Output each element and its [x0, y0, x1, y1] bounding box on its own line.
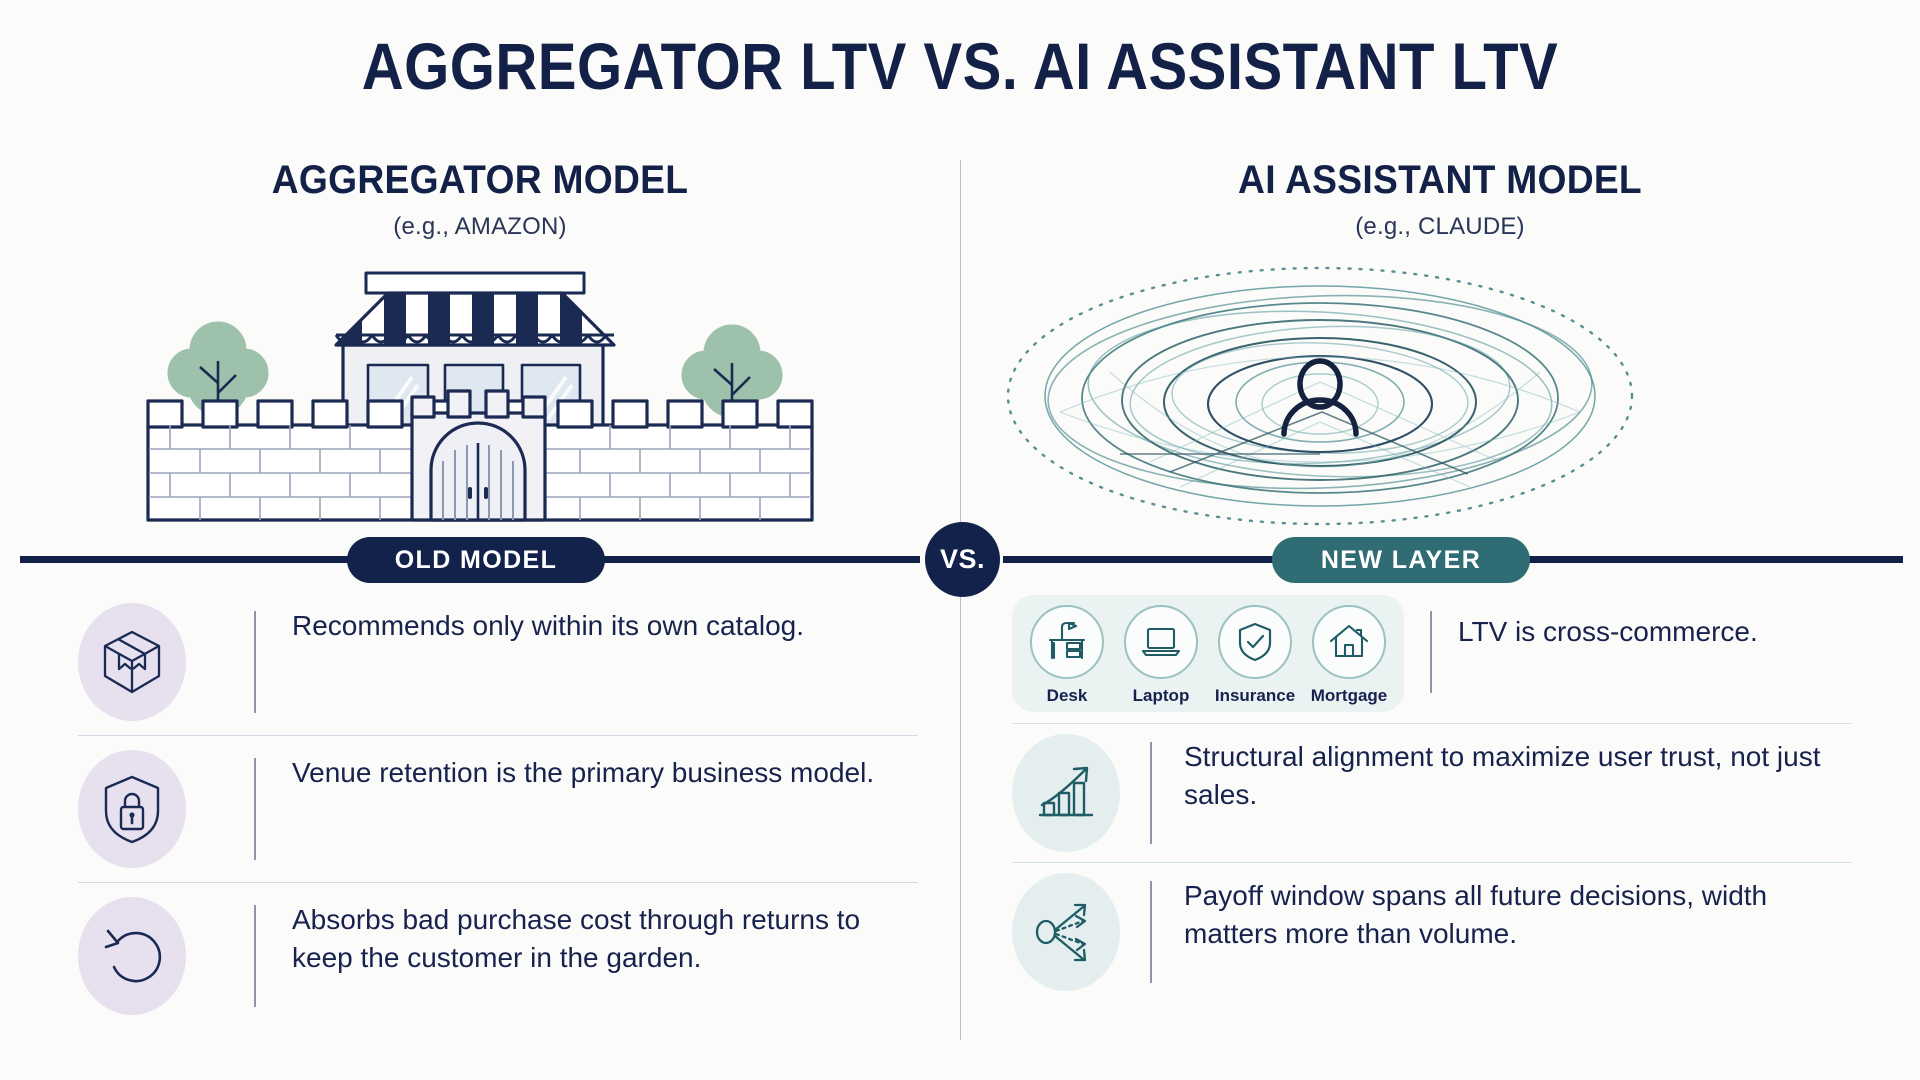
- bullet-rule: [1430, 611, 1432, 693]
- bullet-divider: [1012, 862, 1852, 863]
- bullet-text: Structural alignment to maximize user tr…: [1184, 741, 1821, 811]
- growth-chart-icon: [1038, 766, 1094, 817]
- desk-icon: [1048, 621, 1086, 660]
- bullet-icon-wrap: [1012, 873, 1120, 991]
- category-item-laptop: Laptop: [1120, 605, 1202, 706]
- list-item: Payoff window spans all future decisions…: [1012, 873, 1852, 991]
- category-item-desk: Desk: [1026, 605, 1108, 706]
- list-item: Recommends only within its own catalog.: [78, 603, 918, 721]
- list-item: Desk Laptop: [1012, 595, 1852, 713]
- bullet-text: Recommends only within its own catalog.: [292, 610, 805, 641]
- branching-arrows-icon: [1035, 903, 1087, 962]
- category-item-insurance: Insurance: [1214, 605, 1296, 706]
- category-item-mortgage: Mortgage: [1308, 605, 1390, 706]
- old-model-badge: OLD MODEL: [347, 537, 605, 583]
- bullet-divider: [1012, 723, 1852, 724]
- bullet-icon-wrap: [78, 603, 186, 721]
- category-label: Mortgage: [1310, 686, 1388, 705]
- left-column-subtitle: (e.g., AMAZON): [393, 213, 567, 240]
- category-circle: [1030, 605, 1104, 679]
- new-layer-badge: NEW LAYER: [1272, 537, 1530, 583]
- category-label: Desk: [1046, 686, 1088, 705]
- list-item: Structural alignment to maximize user tr…: [1012, 734, 1852, 852]
- bullet-text: Venue retention is the primary business …: [292, 757, 875, 788]
- category-label: Laptop: [1132, 686, 1190, 705]
- page-title: AGGREGATOR LTV VS. AI ASSISTANT LTV: [361, 29, 1559, 103]
- bullet-rule: [254, 611, 256, 713]
- package-box-icon: [103, 630, 161, 694]
- left-bullet-list: Recommends only within its own catalog. …: [78, 603, 918, 1015]
- right-bullet-list: Desk Laptop: [1012, 595, 1852, 991]
- icon-blob: [1012, 873, 1120, 991]
- icon-blob: [78, 897, 186, 1015]
- icon-blob: [78, 603, 186, 721]
- category-label: Insurance: [1214, 686, 1296, 705]
- bullet-icon-wrap: [78, 897, 186, 1015]
- ripple-network-illustration: [1000, 262, 1640, 530]
- bullet-divider: [78, 735, 918, 736]
- right-column-subtitle: (e.g., CLAUDE): [1355, 213, 1525, 240]
- bullet-icon-wrap: [78, 750, 186, 868]
- list-item: Venue retention is the primary business …: [78, 750, 918, 868]
- shield-check-icon: [1238, 622, 1272, 662]
- right-column-title: AI ASSISTANT MODEL: [1238, 158, 1642, 202]
- center-vertical-divider: [960, 160, 961, 1040]
- category-chip-row: Desk Laptop: [1012, 595, 1404, 712]
- category-circle: [1218, 605, 1292, 679]
- bullet-text: Absorbs bad purchase cost through return…: [292, 904, 861, 974]
- return-arrow-icon: [104, 929, 162, 983]
- list-item: Absorbs bad purchase cost through return…: [78, 897, 918, 1015]
- laptop-icon: [1141, 627, 1181, 657]
- walled-garden-illustration: [140, 265, 820, 530]
- vs-badge: VS.: [925, 522, 1000, 597]
- category-circle: [1124, 605, 1198, 679]
- bullet-text: LTV is cross-commerce.: [1458, 616, 1758, 647]
- bullet-divider: [78, 882, 918, 883]
- icon-blob: [78, 750, 186, 868]
- bullet-rule: [254, 758, 256, 860]
- left-column-header: AGGREGATOR MODEL (e.g., AMAZON): [30, 158, 930, 241]
- bullet-text: Payoff window spans all future decisions…: [1184, 880, 1768, 950]
- house-icon: [1329, 624, 1369, 658]
- right-column-header: AI ASSISTANT MODEL (e.g., CLAUDE): [990, 158, 1890, 241]
- bullet-icon-wrap: [1012, 734, 1120, 852]
- left-column-title: AGGREGATOR MODEL: [271, 158, 689, 202]
- bullet-rule: [1150, 881, 1152, 983]
- category-circle: [1312, 605, 1386, 679]
- shield-lock-icon: [104, 775, 160, 844]
- bullet-rule: [1150, 742, 1152, 844]
- icon-blob: [1012, 734, 1120, 852]
- bullet-rule: [254, 905, 256, 1007]
